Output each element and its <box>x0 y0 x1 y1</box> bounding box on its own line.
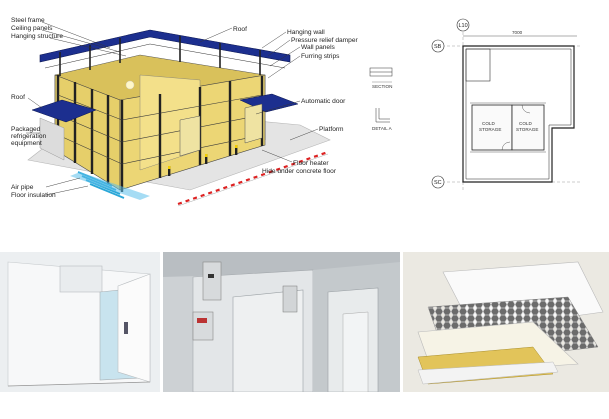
grid-label-sb: SB <box>434 44 442 50</box>
door-arc-b <box>521 104 531 114</box>
grid-bubble-sb <box>431 39 445 53</box>
photo-walk-in-cold-room <box>0 252 160 392</box>
automatic-door-left <box>179 115 201 157</box>
cold-store-cutaway-diagram: Steel frame Ceiling panels Hanging struc… <box>0 0 360 215</box>
floor-plan-drawing: SECTION DETAIL A L10 SB SC 7000 COLD STO… <box>362 0 609 215</box>
control-panel-1 <box>202 261 222 301</box>
label-furring-strips: Furring strips <box>301 53 340 60</box>
panel-bottom-skin <box>417 361 559 385</box>
open-door <box>117 273 151 383</box>
room-a-line2: STORAGE <box>479 127 501 132</box>
small-room <box>465 48 491 82</box>
label-automatic-door: Automatic door <box>301 98 346 105</box>
cold-storage-rooms <box>470 102 546 153</box>
dim-top: 7000 <box>512 30 523 35</box>
room-b-line2: STORAGE <box>516 127 538 132</box>
label-platform: Platform <box>319 126 344 133</box>
bollards <box>168 145 238 176</box>
door-arc-a <box>501 141 511 151</box>
label-air-pipe: Air pipe <box>11 184 34 191</box>
control-panel-3 <box>282 285 298 313</box>
control-panel-2 <box>192 311 214 341</box>
label-hanging-wall: Hanging wall <box>287 29 325 36</box>
label-pressure-relief-damper: Pressure relief damper <box>291 37 359 44</box>
section-label-1: SECTION <box>372 84 392 89</box>
grid-bubble-top <box>456 18 470 32</box>
label-hide-under-concrete: Hide under concrete floor <box>262 168 337 175</box>
platform-edge <box>177 150 329 206</box>
floor-insulation-layer <box>70 172 150 200</box>
room-a-line1: COLD <box>482 121 495 126</box>
ceiling-light <box>125 80 135 90</box>
roof-structure <box>39 29 291 63</box>
label-hanging-structure: Hanging structure <box>11 33 63 40</box>
label-floor-insulation: Floor insulation <box>11 192 56 199</box>
cold-room-door <box>232 289 304 392</box>
label-wall-panels: Wall panels <box>301 44 336 51</box>
outer-walls <box>462 45 575 183</box>
door-handle <box>124 322 128 334</box>
grid-bubble-sc <box>431 175 445 189</box>
refrigeration-equipment <box>39 117 65 161</box>
photo-sandwich-panel <box>403 252 609 392</box>
label-leader-lines <box>26 21 319 196</box>
automatic-door-right <box>244 103 263 144</box>
grid-label-top: L10 <box>459 23 468 29</box>
label-roof-left: Roof <box>11 94 25 101</box>
photo-cold-room-corridor <box>163 252 400 392</box>
refrigeration-unit <box>59 265 103 293</box>
label-refrigeration: refrigeration <box>11 133 47 140</box>
left-canopy-roof <box>31 99 97 123</box>
grid-label-sc: SC <box>434 180 442 186</box>
label-roof-top: Roof <box>233 26 247 33</box>
label-equipment: equipment <box>11 140 42 147</box>
label-steel-frame: Steel frame <box>11 17 45 24</box>
section-label-2: DETAIL A <box>372 126 393 131</box>
label-ceiling-panels: Ceiling panels <box>11 25 53 32</box>
section-detail-sketch <box>369 67 393 123</box>
label-packaged: Packaged <box>11 126 41 133</box>
room-b-line1: COLD <box>519 121 532 126</box>
label-floor-heater: Floor heater <box>293 160 329 167</box>
